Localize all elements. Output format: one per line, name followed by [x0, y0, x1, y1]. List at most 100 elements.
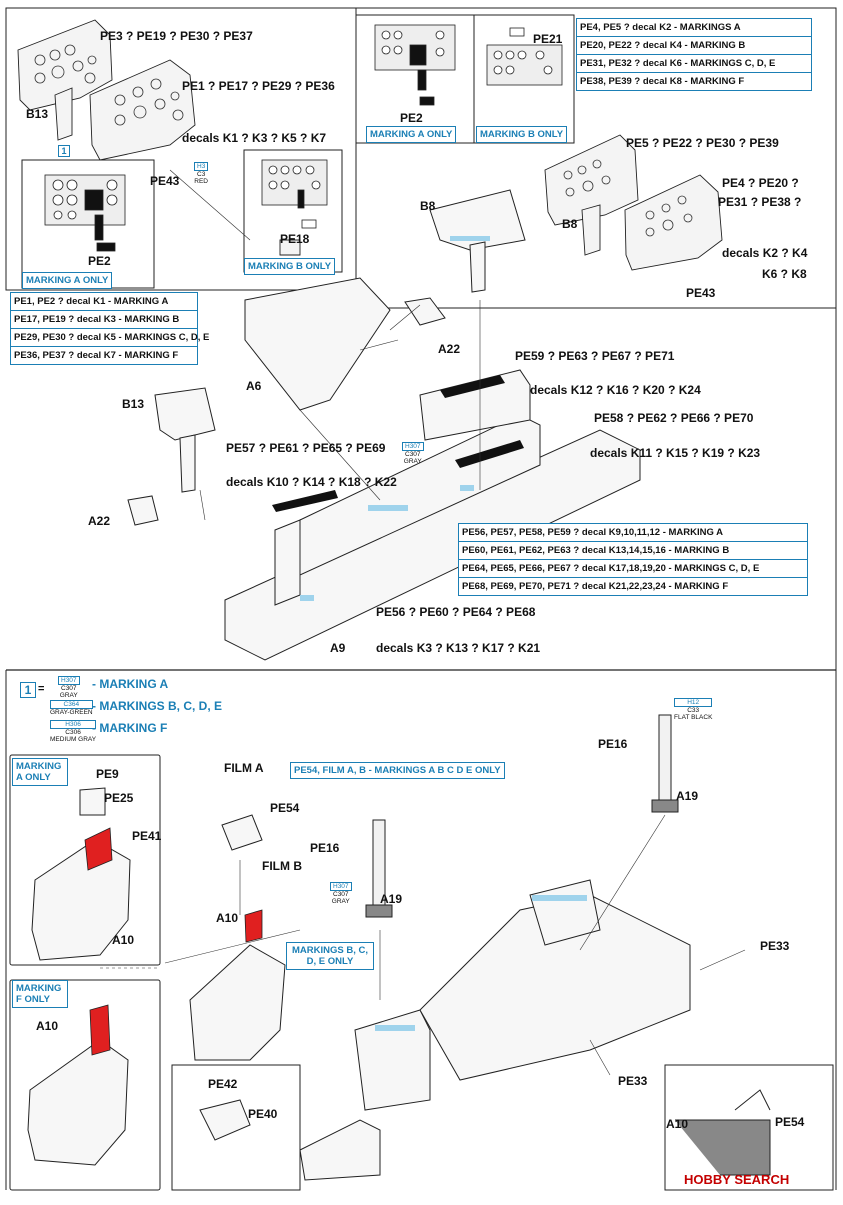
legend-code-c306: C306 — [65, 729, 81, 736]
label-b13-main: B13 — [122, 397, 145, 411]
marking-a-only-right: MARKING A ONLY — [366, 126, 457, 143]
callout-1: 1 — [58, 145, 70, 157]
label-pe40: PE40 — [248, 1107, 278, 1121]
label-decals-k11-group: decals K11 ? K15 ? K19 ? K23 — [590, 446, 761, 460]
label-a22-left: A22 — [88, 514, 111, 528]
label-a19-2: A19 — [676, 789, 699, 803]
label-pe9: PE9 — [96, 767, 119, 781]
legend-name-gray: GRAY — [59, 692, 78, 699]
label-film-b: FILM B — [262, 859, 302, 873]
label-a10-4: A10 — [666, 1117, 689, 1131]
paint-code-h307-bottom: H307 — [330, 882, 352, 891]
label-pe16-1: PE16 — [310, 841, 340, 855]
label-pe1-group: PE1 ? PE17 ? PE29 ? PE36 — [182, 79, 335, 93]
legend-row-1: - MARKING A — [92, 677, 169, 691]
legend-row-2: - MARKINGS B, C, D, E — [92, 699, 223, 713]
label-pe43-right: PE43 — [686, 286, 716, 300]
label-a22-top: A22 — [438, 342, 461, 356]
table-mid-row: PE60, PE61, PE62, PE63 ? decal K13,14,15… — [459, 542, 807, 560]
table-left-row: PE29, PE30 ? decal K5 - MARKINGS C, D, E — [11, 329, 209, 347]
marking-f-only-bottom: MARKING F ONLY — [12, 980, 68, 1008]
label-pe58-group: PE58 ? PE62 ? PE66 ? PE70 — [594, 411, 754, 425]
label-decals-k3-group: decals K3 ? K13 ? K17 ? K21 — [376, 641, 541, 655]
table-mid-row: PE56, PE57, PE58, PE59 ? decal K9,10,11,… — [459, 524, 807, 542]
paint-name-gray: GRAY — [403, 458, 422, 465]
label-a6: A6 — [246, 379, 262, 393]
label-a10-3: A10 — [216, 911, 239, 925]
label-pe31-group: PE31 ? PE38 ? — [718, 195, 802, 209]
label-pe54-detail: PE54 — [775, 1115, 805, 1129]
label-b13-top: B13 — [26, 107, 49, 121]
table-decals-right: PE4, PE5 ? decal K2 - MARKINGS A PE20, P… — [576, 18, 812, 91]
pe54-film-note: PE54, FILM A, B - MARKINGS A B C D E ONL… — [290, 762, 505, 779]
table-right-row: PE38, PE39 ? decal K8 - MARKING F — [580, 76, 745, 87]
label-pe59-group: PE59 ? PE63 ? PE67 ? PE71 — [515, 349, 675, 363]
legend-name-gray-green: GRAY-GREEN — [50, 709, 93, 716]
paint-code-c307: C307 — [405, 451, 421, 458]
paint-h307-main: H307 C307 GRAY — [402, 442, 424, 465]
legend-code-h306: H306 — [50, 720, 97, 729]
label-pe33-1: PE33 — [760, 939, 790, 953]
paint-code-h307: H307 — [402, 442, 424, 451]
table-mid-row: PE68, PE69, PE70, PE71 ? decal K21,22,23… — [462, 581, 729, 592]
table-decals-mid: PE56, PE57, PE58, PE59 ? decal K9,10,11,… — [458, 523, 808, 596]
watermark: HOBBY SEARCH — [684, 1172, 790, 1187]
label-a19-1: A19 — [380, 892, 403, 906]
paint-code-c307-bottom: C307 — [333, 891, 349, 898]
paint-name-red: RED — [194, 178, 209, 185]
paint-code-h3: H3 — [194, 162, 209, 171]
paint-name-flat-black: FLAT BLACK — [674, 714, 713, 721]
label-pe3-group: PE3 ? PE19 ? PE30 ? PE37 — [100, 29, 253, 43]
label-pe57-group: PE57 ? PE61 ? PE65 ? PE69 — [226, 441, 386, 455]
label-pe2-left: PE2 — [88, 254, 111, 268]
table-left-row: PE1, PE2 ? decal K1 - MARKING A — [11, 293, 197, 311]
legend-name-medium-gray: MEDIUM GRAY — [50, 736, 97, 743]
label-pe56-group: PE56 ? PE60 ? PE64 ? PE68 — [376, 605, 536, 619]
paint-code-h12: H12 — [674, 698, 713, 707]
markings-bcde-only: MARKINGS B, C, D, E ONLY — [286, 942, 374, 970]
label-decals-k6-group: K6 ? K8 — [762, 267, 807, 281]
table-mid-row: PE64, PE65, PE66, PE67 ? decal K17,18,19… — [459, 560, 807, 578]
paint-name-gray-bottom: GRAY — [331, 898, 350, 905]
table-decals-left: PE1, PE2 ? decal K1 - MARKING A PE17, PE… — [10, 292, 209, 365]
label-pe21: PE21 — [533, 32, 563, 46]
paint-code-c33: C33 — [687, 707, 700, 714]
label-pe2-right: PE2 — [400, 111, 423, 125]
label-b8-top: B8 — [562, 217, 578, 231]
label-b8-main: B8 — [420, 199, 436, 213]
label-decals-k2-group: decals K2 ? K4 — [722, 246, 808, 260]
label-pe18: PE18 — [280, 232, 310, 246]
legend-paint-2: C364 GRAY-GREEN — [50, 700, 93, 716]
legend-paint-1: H307 C307 GRAY — [58, 676, 80, 699]
marking-a-only-left: MARKING A ONLY — [22, 272, 113, 289]
marking-b-only-left: MARKING B ONLY — [244, 258, 336, 275]
table-left-row: PE17, PE19 ? decal K3 - MARKING B — [11, 311, 197, 329]
table-left-row: PE36, PE37 ? decal K7 - MARKING F — [14, 350, 179, 361]
legend-code-c307: C307 — [61, 685, 77, 692]
paint-code-c3: C3 — [197, 171, 206, 178]
label-a10-2: A10 — [36, 1019, 59, 1033]
label-decals-k10-group: decals K10 ? K14 ? K18 ? K22 — [226, 475, 397, 489]
label-pe4-group: PE4 ? PE20 ? — [722, 176, 799, 190]
label-pe54: PE54 — [270, 801, 300, 815]
table-right-row: PE31, PE32 ? decal K6 - MARKINGS C, D, E — [577, 55, 811, 73]
label-pe5-group: PE5 ? PE22 ? PE30 ? PE39 — [626, 136, 779, 150]
label-pe33-2: PE33 — [618, 1074, 648, 1088]
label-decals-k1-group: decals K1 ? K3 ? K5 ? K7 — [182, 131, 327, 145]
legend-paint-3: H306 C306 MEDIUM GRAY — [50, 720, 97, 743]
legend-row-3: - MARKING F — [92, 721, 168, 735]
label-decals-k12-group: decals K12 ? K16 ? K20 ? K24 — [530, 383, 701, 397]
label-a9: A9 — [330, 641, 346, 655]
paint-h3-c3-red-left: H3 C3 RED — [194, 162, 209, 185]
label-a10-1: A10 — [112, 933, 135, 947]
legend-equals: = — [38, 683, 45, 695]
label-film-a: FILM A — [224, 761, 264, 775]
legend-code-h307: H307 — [58, 676, 80, 685]
table-right-row: PE4, PE5 ? decal K2 - MARKINGS A — [577, 19, 811, 37]
label-pe25: PE25 — [104, 791, 134, 805]
paint-h307-bottom: H307 C307 GRAY — [330, 882, 352, 905]
legend-code-c364: C364 — [50, 700, 93, 709]
paint-h12-c33-flat-black: H12 C33 FLAT BLACK — [674, 698, 713, 721]
